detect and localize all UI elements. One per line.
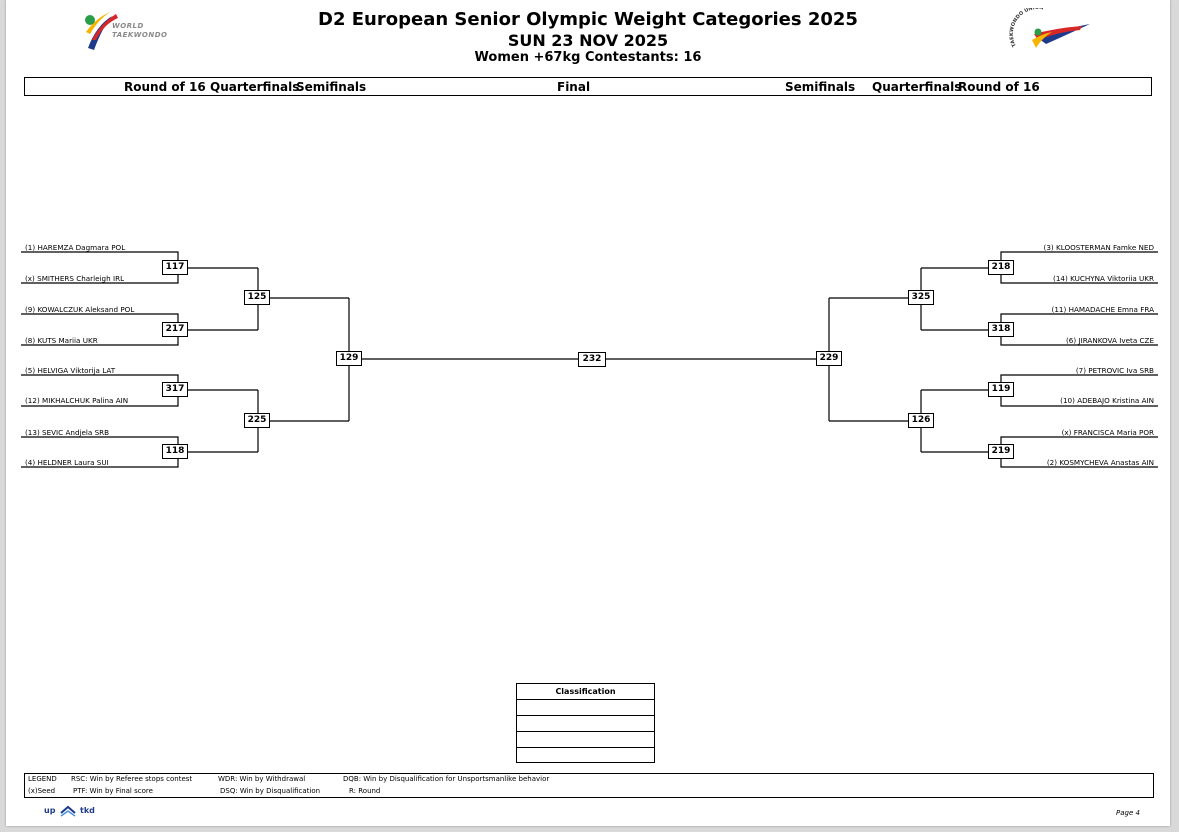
round-label-final: Final	[557, 80, 591, 94]
classification-row	[517, 732, 654, 748]
world-taekwondo-emblem-icon	[85, 12, 118, 50]
classification-row	[517, 716, 654, 732]
athlete-left-7: (13) SEVIC Andjela SRB	[25, 428, 110, 437]
round-header: Round of 16 Quarterfinals Semifinals Fin…	[24, 77, 1152, 96]
match-box-325: 325	[908, 290, 934, 305]
uptkd-wave-icon	[60, 805, 76, 817]
legend-ptf: PTF: Win by Final score	[73, 787, 153, 795]
legend-label: LEGEND	[28, 775, 57, 783]
athlete-left-5: (5) HELVIGA Viktorija LAT	[25, 366, 116, 375]
page-number: Page 4	[1116, 809, 1140, 817]
round-label-right-r16: Round of 16	[958, 80, 1040, 94]
match-box-232: 232	[578, 352, 606, 367]
athlete-right-4: (6) JIRANKOVA Iveta CZE	[1066, 336, 1154, 345]
event-title: D2 European Senior Olympic Weight Catego…	[318, 9, 858, 30]
classification-row	[517, 700, 654, 716]
legend-rsc: RSC: Win by Referee stops contest	[71, 775, 193, 783]
match-box-217: 217	[162, 322, 188, 337]
round-label-right-sf: Semifinals	[785, 80, 856, 94]
european-taekwondo-union-logo: TAEKWONDO UNION	[1008, 5, 1098, 58]
classification-title: Classification	[517, 684, 654, 700]
world-taekwondo-logo: WORLD TAEKWONDO	[82, 10, 202, 54]
legend-round: R: Round	[349, 787, 381, 795]
round-label-right-qf: Quarterfinals	[872, 80, 962, 94]
match-box-117: 117	[162, 260, 188, 275]
match-box-129: 129	[336, 351, 362, 366]
athlete-left-2: (x) SMITHERS Charleigh IRL	[25, 274, 125, 283]
match-box-118: 118	[162, 444, 188, 459]
world-taekwondo-logo-text: WORLD TAEKWONDO	[112, 22, 168, 39]
athlete-left-3: (9) KOWALCZUK Aleksand POL	[25, 305, 135, 314]
match-box-126: 126	[908, 413, 934, 428]
uptkd-logo-tkd: tkd	[80, 806, 95, 815]
athlete-right-3: (11) HAMADACHE Emna FRA	[1051, 305, 1154, 314]
match-box-317: 317	[162, 382, 188, 397]
match-box-229: 229	[816, 351, 842, 366]
athlete-right-8: (2) KOSMYCHEVA Anastas AIN	[1046, 458, 1154, 467]
athlete-right-2: (14) KUCHYNA Viktoriia UKR	[1053, 274, 1154, 283]
athlete-left-6: (12) MIKHALCHUK Palina AIN	[25, 396, 129, 405]
match-box-125: 125	[244, 290, 270, 305]
athlete-right-6: (10) ADEBAJO Kristina AIN	[1060, 396, 1154, 405]
event-date: SUN 23 NOV 2025	[507, 31, 669, 50]
uptkd-logo-up: up	[44, 806, 56, 815]
etu-emblem-icon: TAEKWONDO UNION	[1009, 5, 1090, 48]
legend-box: LEGEND (x)Seed RSC: Win by Referee stops…	[24, 773, 1154, 798]
match-box-219: 219	[988, 444, 1014, 459]
legend-dqb: DQB: Win by Disqualification for Unsport…	[343, 775, 550, 783]
athlete-left-4: (8) KUTS Mariia UKR	[25, 336, 98, 345]
round-label-left-sf: Semifinals	[296, 80, 367, 94]
match-box-225: 225	[244, 413, 270, 428]
bracket-line-left-qf-a	[257, 268, 349, 330]
athlete-left-8: (4) HELDNER Laura SUI	[25, 458, 109, 467]
bracket-sheet: WORLD TAEKWONDO TAEKWONDO UNION D2 Europ…	[6, 0, 1170, 826]
match-box-318: 318	[988, 322, 1014, 337]
athlete-right-7: (x) FRANCISCA Maria POR	[1061, 428, 1154, 437]
round-label-left-qf: Quarterfinals	[210, 80, 300, 94]
classification-row	[517, 748, 654, 763]
category-info: Women +67kg Contestants: 16	[474, 50, 702, 65]
legend-dsq: DSQ: Win by Disqualification	[220, 787, 321, 795]
classification-table: Classification	[516, 683, 655, 763]
bracket-line-left-qf-b	[257, 390, 349, 452]
uptkd-logo: up tkd	[44, 805, 104, 819]
match-box-119: 119	[988, 382, 1014, 397]
legend-wdr: WDR: Win by Withdrawal	[218, 775, 306, 783]
athlete-right-5: (7) PETROVIC Iva SRB	[1075, 366, 1154, 375]
match-box-218: 218	[988, 260, 1014, 275]
legend-seed: (x)Seed	[28, 787, 56, 795]
athlete-right-1: (3) KLOOSTERMAN Famke NED	[1043, 243, 1154, 252]
round-label-left-r16: Round of 16	[124, 80, 206, 94]
athlete-left-1: (1) HAREMZA Dagmara POL	[25, 243, 126, 252]
